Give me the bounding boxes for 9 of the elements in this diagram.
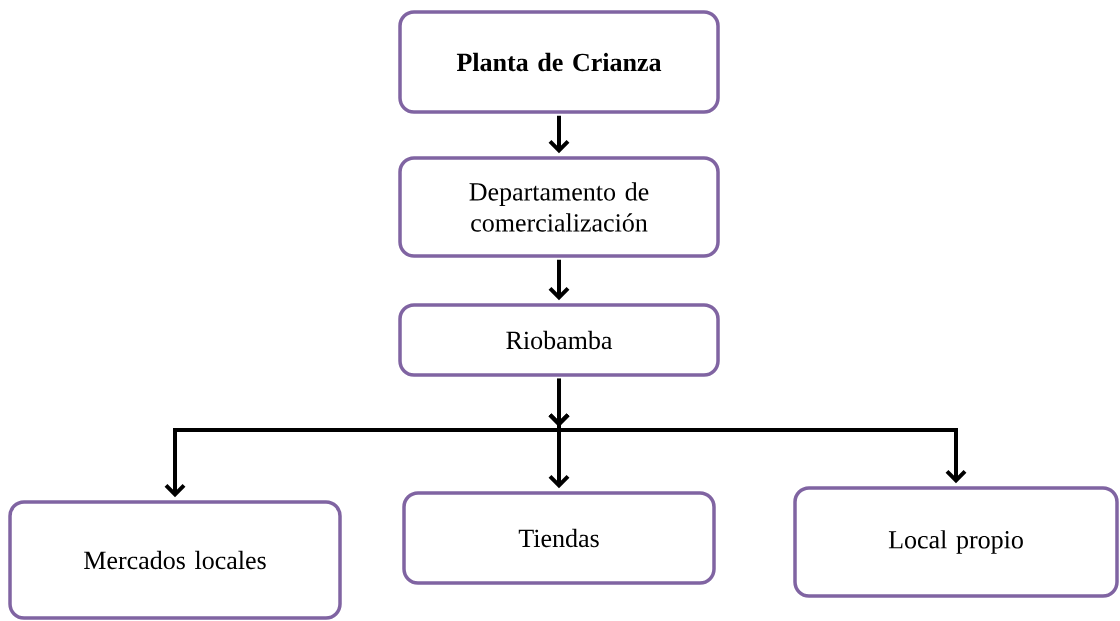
arrow: [548, 378, 967, 484]
process-box: Departamento de comercialización: [398, 156, 720, 258]
arrow: [548, 115, 570, 154]
process-box: Riobamba: [398, 303, 720, 377]
process-box: Local propio: [793, 486, 1119, 598]
process-box: Mercados locales: [8, 500, 342, 620]
arrow: [548, 259, 570, 301]
process-box: Tiendas: [402, 491, 716, 585]
process-box: Planta de Crianza: [398, 10, 720, 114]
